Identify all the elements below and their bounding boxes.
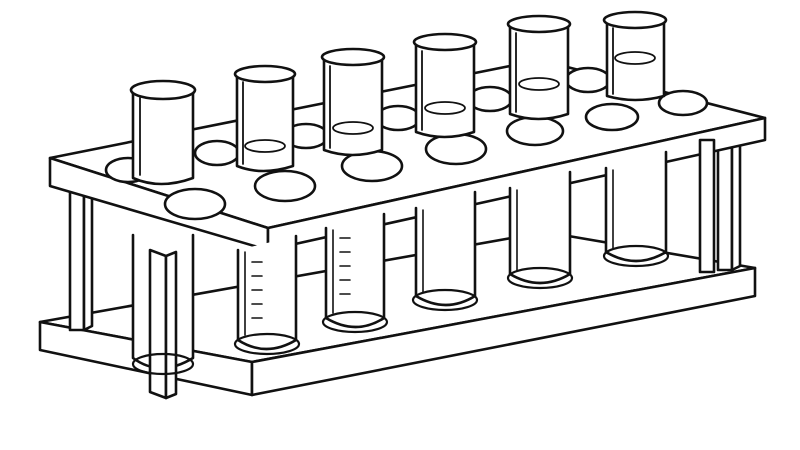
- hole-front-6: [584, 102, 640, 132]
- hole-front-4: [424, 132, 488, 166]
- front-legs: [148, 138, 716, 400]
- test-tube-5: [506, 14, 572, 121]
- front-row-holes: [163, 89, 709, 221]
- test-tube-5-lower: [508, 170, 572, 285]
- test-tube-6: [602, 10, 668, 102]
- test-tube-4: [412, 32, 478, 139]
- test-tube-3-lower: [324, 212, 386, 329]
- test-tube-3: [320, 47, 386, 157]
- test-tube-2: [233, 64, 297, 173]
- hole-front-1: [163, 187, 227, 221]
- graduation-marks-tube-3: [339, 237, 351, 295]
- hole-back-6: [564, 66, 612, 94]
- test-tubes: [129, 10, 668, 186]
- test-tube-6-lower: [604, 150, 668, 263]
- test-tube-2-lower: [236, 234, 298, 351]
- test-tube-1: [129, 79, 197, 186]
- back-legs: [68, 138, 742, 332]
- tube-lower-visible: [236, 150, 668, 351]
- hole-front-5: [505, 115, 565, 147]
- rack-leg-front-right: [698, 138, 716, 274]
- hole-front-2: [253, 169, 317, 203]
- rack-leg-back-left: [68, 184, 94, 332]
- hole-back-2: [193, 139, 241, 167]
- rack-leg-back-right: [716, 138, 742, 272]
- hole-front-7: [657, 89, 709, 117]
- base-receptacles: [131, 244, 670, 376]
- graduation-marks-tube-2: [251, 261, 263, 319]
- rack-leg-front-left: [148, 248, 178, 400]
- base-plate-side-face: [250, 266, 757, 397]
- test-tube-4-lower: [414, 190, 477, 307]
- top-plate-side-face: [266, 116, 767, 252]
